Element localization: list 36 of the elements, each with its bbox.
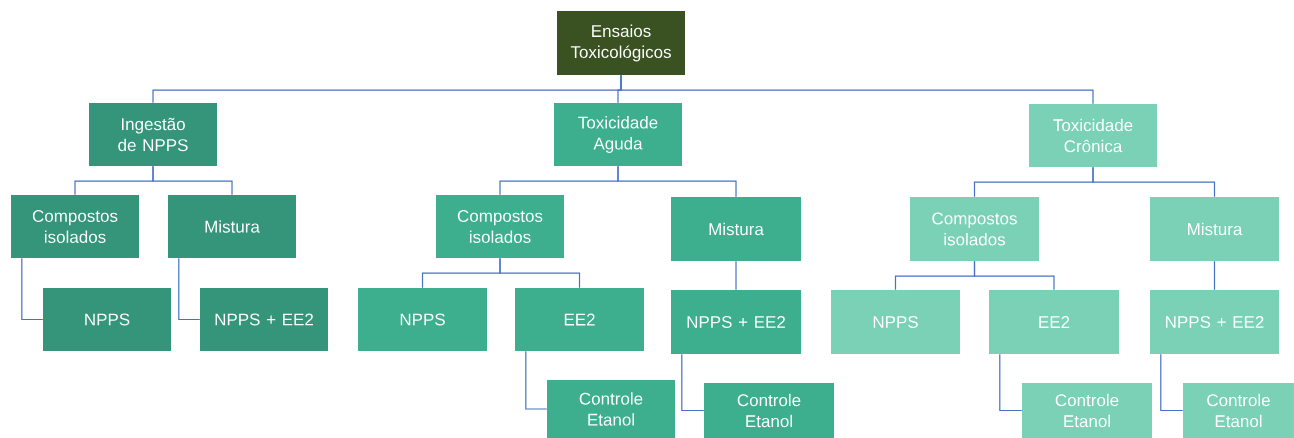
- category-box: Controle Etanol: [704, 383, 834, 438]
- connector-line: [152, 165, 233, 196]
- connector-line: [735, 260, 737, 291]
- connector-line: [973, 260, 1055, 291]
- category-box: EE2: [989, 290, 1119, 354]
- category-box: Compostos isolados: [11, 195, 139, 258]
- category-box: Compostos isolados: [910, 197, 1039, 261]
- category-box: NPPS: [43, 288, 171, 351]
- root-box: Ensaios Toxicológicos: [557, 11, 685, 75]
- category-box: NPPS: [831, 290, 960, 354]
- category-box: Toxicidade Crônica: [1029, 104, 1157, 167]
- connector-line: [681, 353, 705, 412]
- category-box: Controle Etanol: [1022, 383, 1152, 438]
- connector-line: [21, 257, 44, 321]
- connector-line: [620, 74, 1094, 105]
- category-box: Controle Etanol: [547, 380, 675, 438]
- connector-line: [525, 350, 548, 410]
- category-box: Ingestão de NPPS: [89, 103, 217, 166]
- category-box: NPPS + EE2: [200, 288, 328, 351]
- category-box: Mistura: [1150, 197, 1279, 261]
- connector-line: [1213, 260, 1216, 291]
- category-box: Mistura: [671, 197, 801, 261]
- connector-line: [1160, 353, 1184, 412]
- connector-line: [1092, 166, 1216, 198]
- category-box: NPPS + EE2: [671, 290, 801, 354]
- connector-line: [999, 353, 1023, 412]
- category-box: Compostos isolados: [436, 195, 564, 258]
- connector-line: [178, 257, 201, 321]
- connector-line: [499, 257, 581, 289]
- category-box: NPPS + EE2: [1150, 290, 1279, 354]
- connector-line: [617, 165, 737, 198]
- category-box: NPPS: [358, 288, 487, 351]
- category-box: Mistura: [168, 195, 296, 258]
- category-box: EE2: [515, 288, 644, 351]
- category-box: Controle Etanol: [1183, 383, 1294, 438]
- category-box: Toxicidade Aguda: [554, 103, 682, 166]
